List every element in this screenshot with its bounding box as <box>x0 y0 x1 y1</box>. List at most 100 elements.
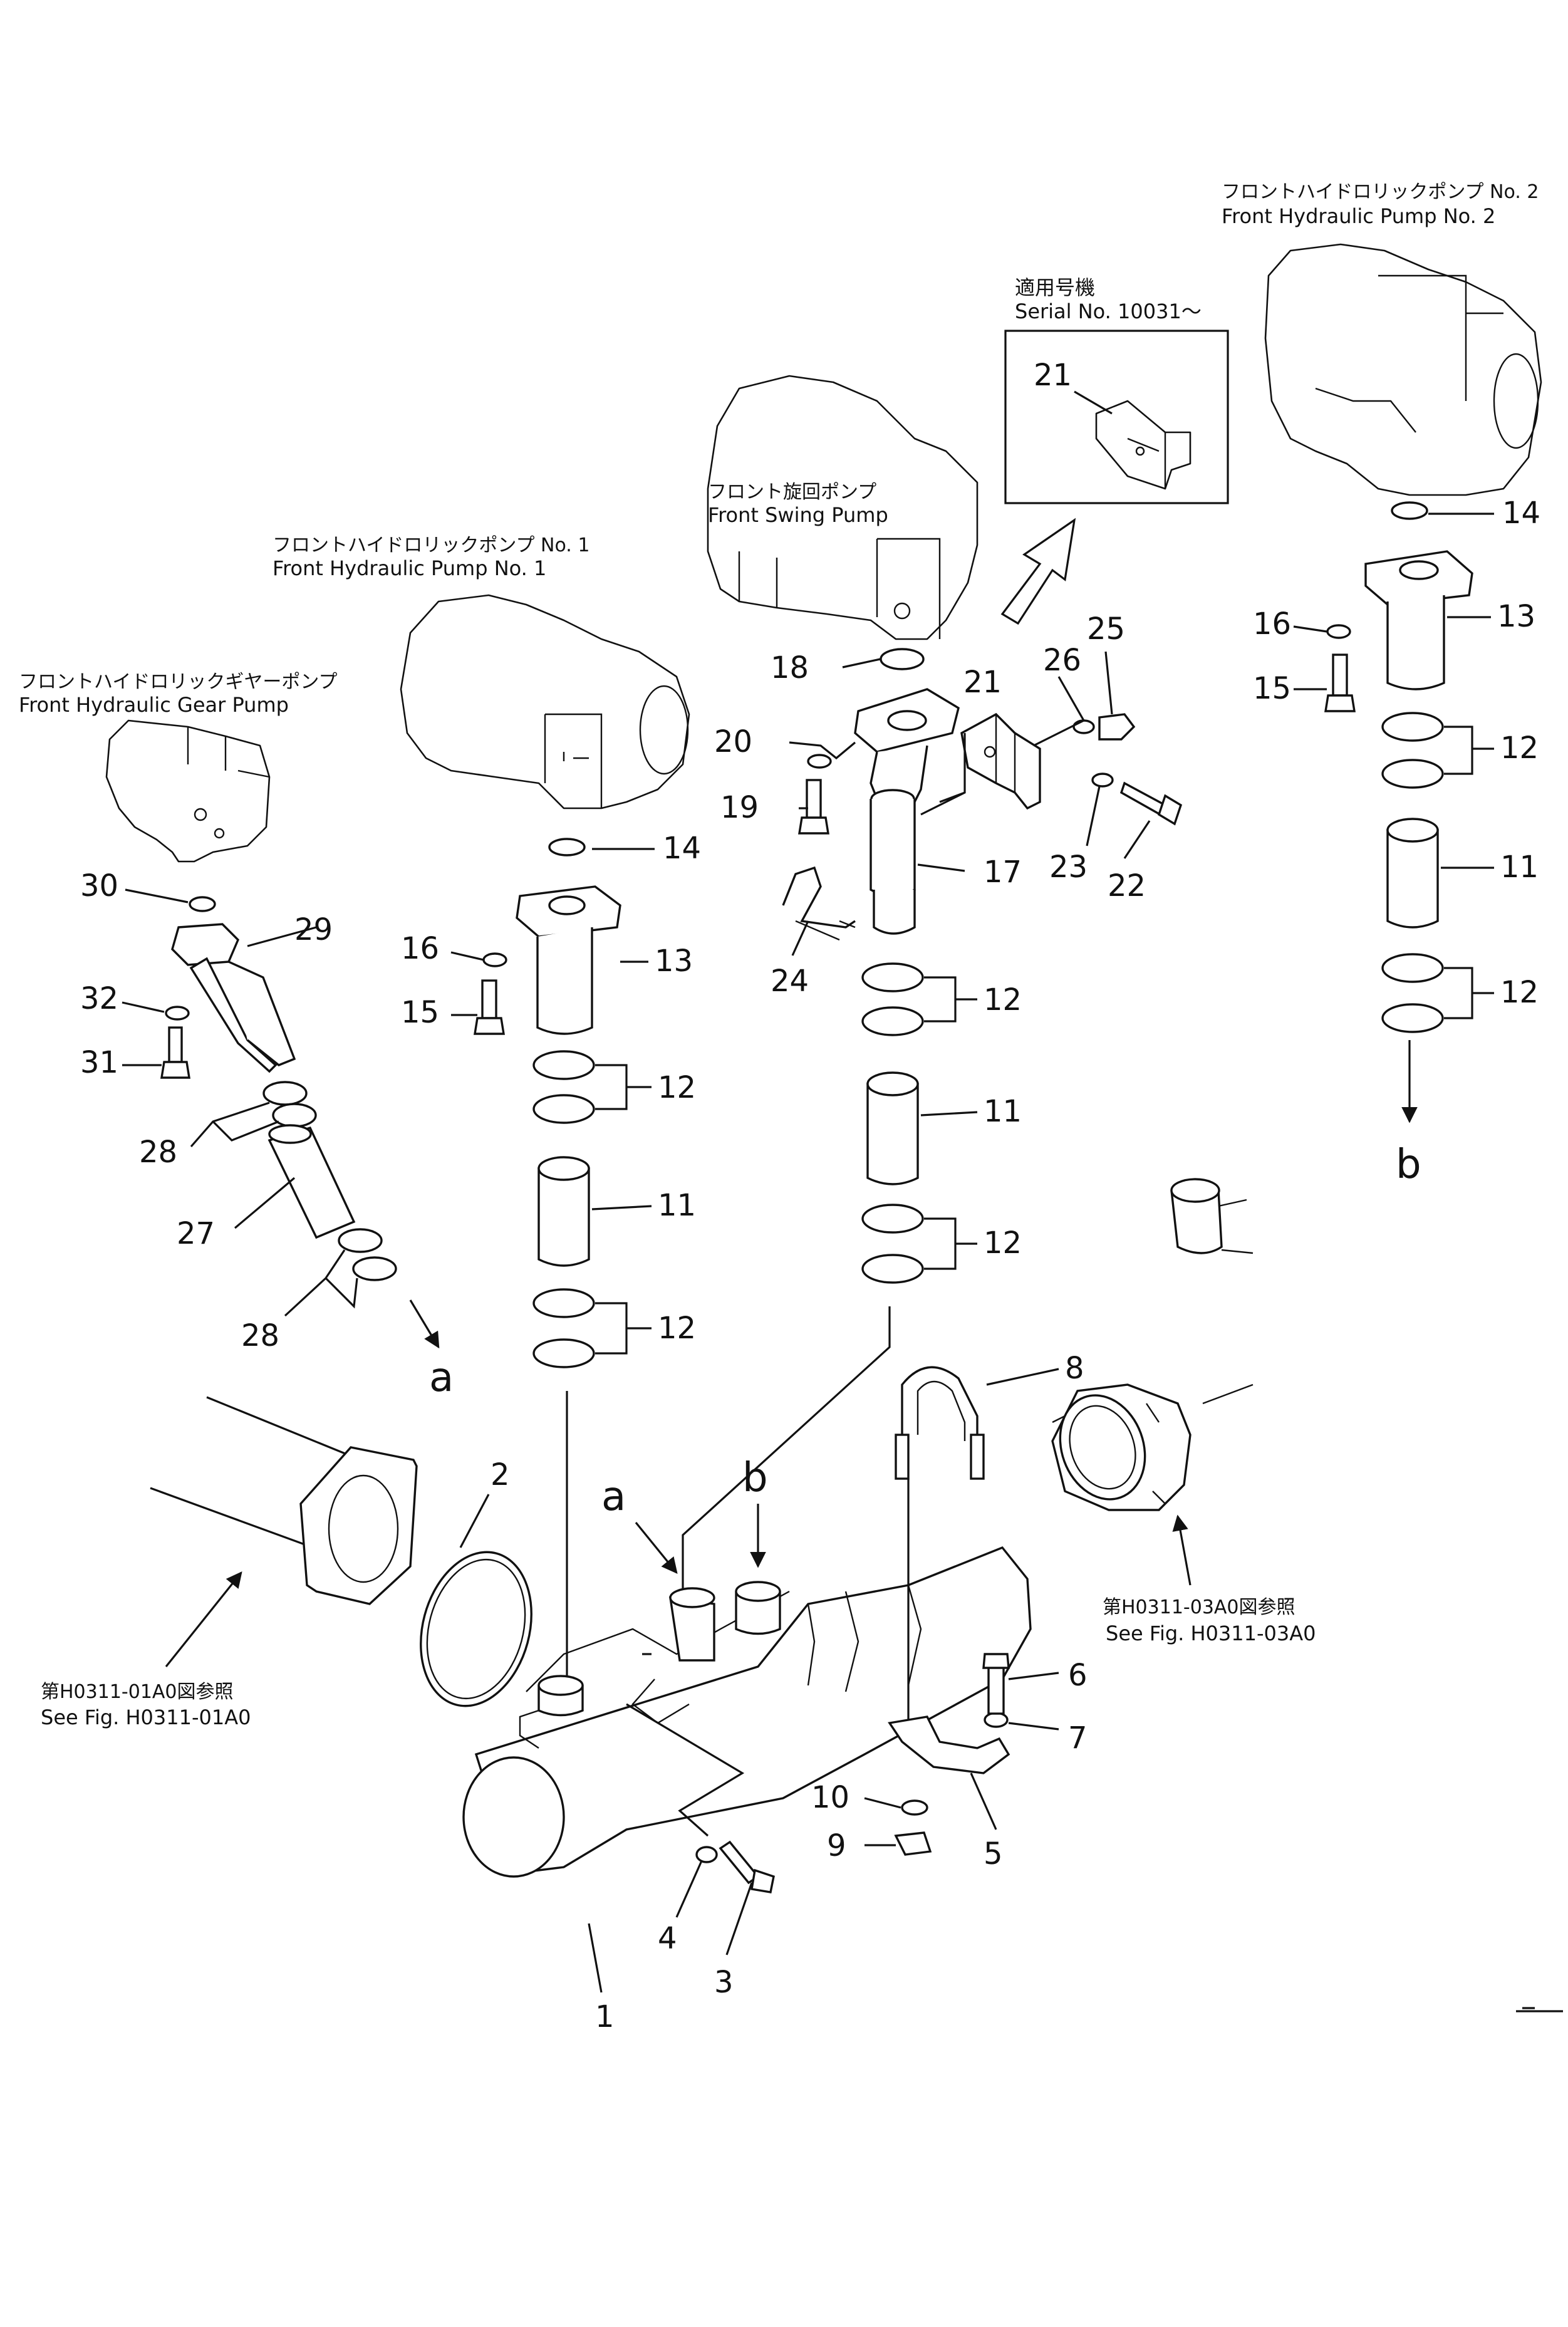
leader-21-swing <box>920 733 966 816</box>
callout-10: 10 <box>811 1780 849 1815</box>
leader-26 <box>1033 676 1086 747</box>
pump-no2-label-jp: フロントハイドロリックポンプ No. 2 <box>1222 181 1539 203</box>
leader-24 <box>791 920 809 956</box>
callout-29: 29 <box>294 912 333 947</box>
callout-11-swing: 11 <box>984 1094 1022 1129</box>
pump2-line <box>1324 501 1473 1033</box>
ubolt-bracket <box>888 1366 1010 1856</box>
leader-10 <box>864 1797 901 1809</box>
callout-16-p2: 16 <box>1253 606 1291 642</box>
leader-17 <box>917 863 965 872</box>
callout-32: 32 <box>80 981 118 1016</box>
callout-12-p1-lower: 12 <box>658 1311 696 1346</box>
leader-27 <box>234 1177 296 1229</box>
leader-18 <box>842 658 881 669</box>
pump1-line <box>474 838 621 1368</box>
serial-label-jp: 適用号機 <box>1015 276 1095 299</box>
callout-7: 7 <box>1068 1721 1088 1756</box>
leader-7 <box>1008 1722 1059 1731</box>
leader-25 <box>1104 651 1113 715</box>
connector-a-gear: a <box>429 1355 454 1401</box>
callout-12-swing-upper: 12 <box>984 982 1022 1018</box>
callout-11-p2: 11 <box>1500 850 1539 885</box>
callout-9: 9 <box>827 1828 846 1863</box>
ref1-label-jp: 第H0311-01A0図参照 <box>41 1681 234 1703</box>
leader-23 <box>1086 786 1101 846</box>
callout-31: 31 <box>80 1045 118 1080</box>
connector-b-p2: b <box>1396 1142 1421 1188</box>
ref1-label-en: See Fig. H0311-01A0 <box>41 1705 251 1729</box>
callout-2: 2 <box>491 1457 510 1492</box>
arrow-a-gear <box>409 1299 440 1349</box>
leader-4 <box>675 1860 703 1918</box>
leader-11-swing <box>920 1111 978 1117</box>
callout-6: 6 <box>1068 1658 1088 1693</box>
callout-17: 17 <box>984 855 1022 890</box>
leader-1 <box>588 1923 603 1993</box>
leader-11-p1 <box>591 1205 652 1210</box>
connector-b-main: b <box>742 1455 768 1501</box>
leader-6 <box>1008 1672 1059 1680</box>
leader-swing-to-1 <box>682 1306 891 1629</box>
leader-30 <box>125 888 189 903</box>
callout-21-swing: 21 <box>963 665 1002 700</box>
leader-28-lower <box>284 1249 358 1317</box>
leader-12-p2-upper <box>1444 726 1494 775</box>
callout-15-p1: 15 <box>401 995 439 1030</box>
callout-12-p2-upper: 12 <box>1500 731 1539 766</box>
leader-3 <box>725 1882 753 1955</box>
leader-12-p1-upper <box>595 1064 652 1110</box>
callout-19: 19 <box>720 790 759 825</box>
swing-line <box>782 648 1183 1284</box>
leader-22 <box>1123 820 1151 859</box>
serial-inset-box <box>1004 330 1229 504</box>
callout-28-lower: 28 <box>241 1318 279 1353</box>
pump-no1-label-jp: フロントハイドロリックポンプ No. 1 <box>273 534 589 556</box>
inset-arrow <box>1000 518 1076 625</box>
leader-8 <box>986 1368 1059 1386</box>
swing-pump-label-en: Front Swing Pump <box>708 503 888 527</box>
leader-32 <box>122 1001 165 1013</box>
leader-12-p1-lower <box>595 1302 652 1355</box>
callout-14-p2: 14 <box>1502 496 1540 531</box>
pump-no2-label-en: Front Hydraulic Pump No. 2 <box>1222 204 1495 228</box>
pump-no1-sketch <box>400 594 690 810</box>
callout-1: 1 <box>595 1999 615 2034</box>
callout-30: 30 <box>80 868 118 903</box>
callout-22: 22 <box>1108 868 1146 903</box>
gear-pump-sketch <box>105 719 271 863</box>
leader-28-upper <box>190 1101 279 1148</box>
callout-23: 23 <box>1049 850 1088 885</box>
callout-28-upper: 28 <box>139 1135 177 1170</box>
main-suction-pipe <box>150 1396 1032 1878</box>
gear-pump-line <box>160 896 397 1281</box>
gear-pump-label-en: Front Hydraulic Gear Pump <box>19 693 289 717</box>
callout-16-p1: 16 <box>401 931 439 966</box>
arrow-a-main <box>635 1521 678 1574</box>
callout-3: 3 <box>714 1965 734 2000</box>
swing-pump-sketch <box>707 375 979 640</box>
leader-body-to-bolt <box>626 1703 745 1837</box>
arrow-ref2 <box>1172 1514 1192 1586</box>
callout-4: 4 <box>658 1921 677 1956</box>
arrow-ref1 <box>165 1571 242 1667</box>
leader-16-p2 <box>1293 625 1327 633</box>
leader-16-p1 <box>450 951 484 961</box>
callout-14-p1: 14 <box>663 831 701 866</box>
callout-20: 20 <box>714 724 752 759</box>
serial-label-en: Serial No. 10031～ <box>1015 299 1202 323</box>
leader-12-p2-lower <box>1444 967 1494 1019</box>
callout-18: 18 <box>771 650 809 685</box>
callout-12-swing-lower: 12 <box>984 1226 1022 1261</box>
callout-12-p2-lower: 12 <box>1500 975 1539 1010</box>
leader-12-swing-lower <box>924 1217 977 1270</box>
gear-pump-label-jp: フロントハイドロリックギヤーポンプ <box>19 671 338 693</box>
callout-5: 5 <box>984 1836 1003 1871</box>
callout-25: 25 <box>1087 612 1125 647</box>
leader-29 <box>247 926 317 947</box>
callout-27: 27 <box>177 1216 215 1251</box>
bracket-21-inset <box>1095 400 1192 490</box>
pump-no2-sketch <box>1264 243 1542 496</box>
leader-12-swing-upper <box>924 976 977 1023</box>
